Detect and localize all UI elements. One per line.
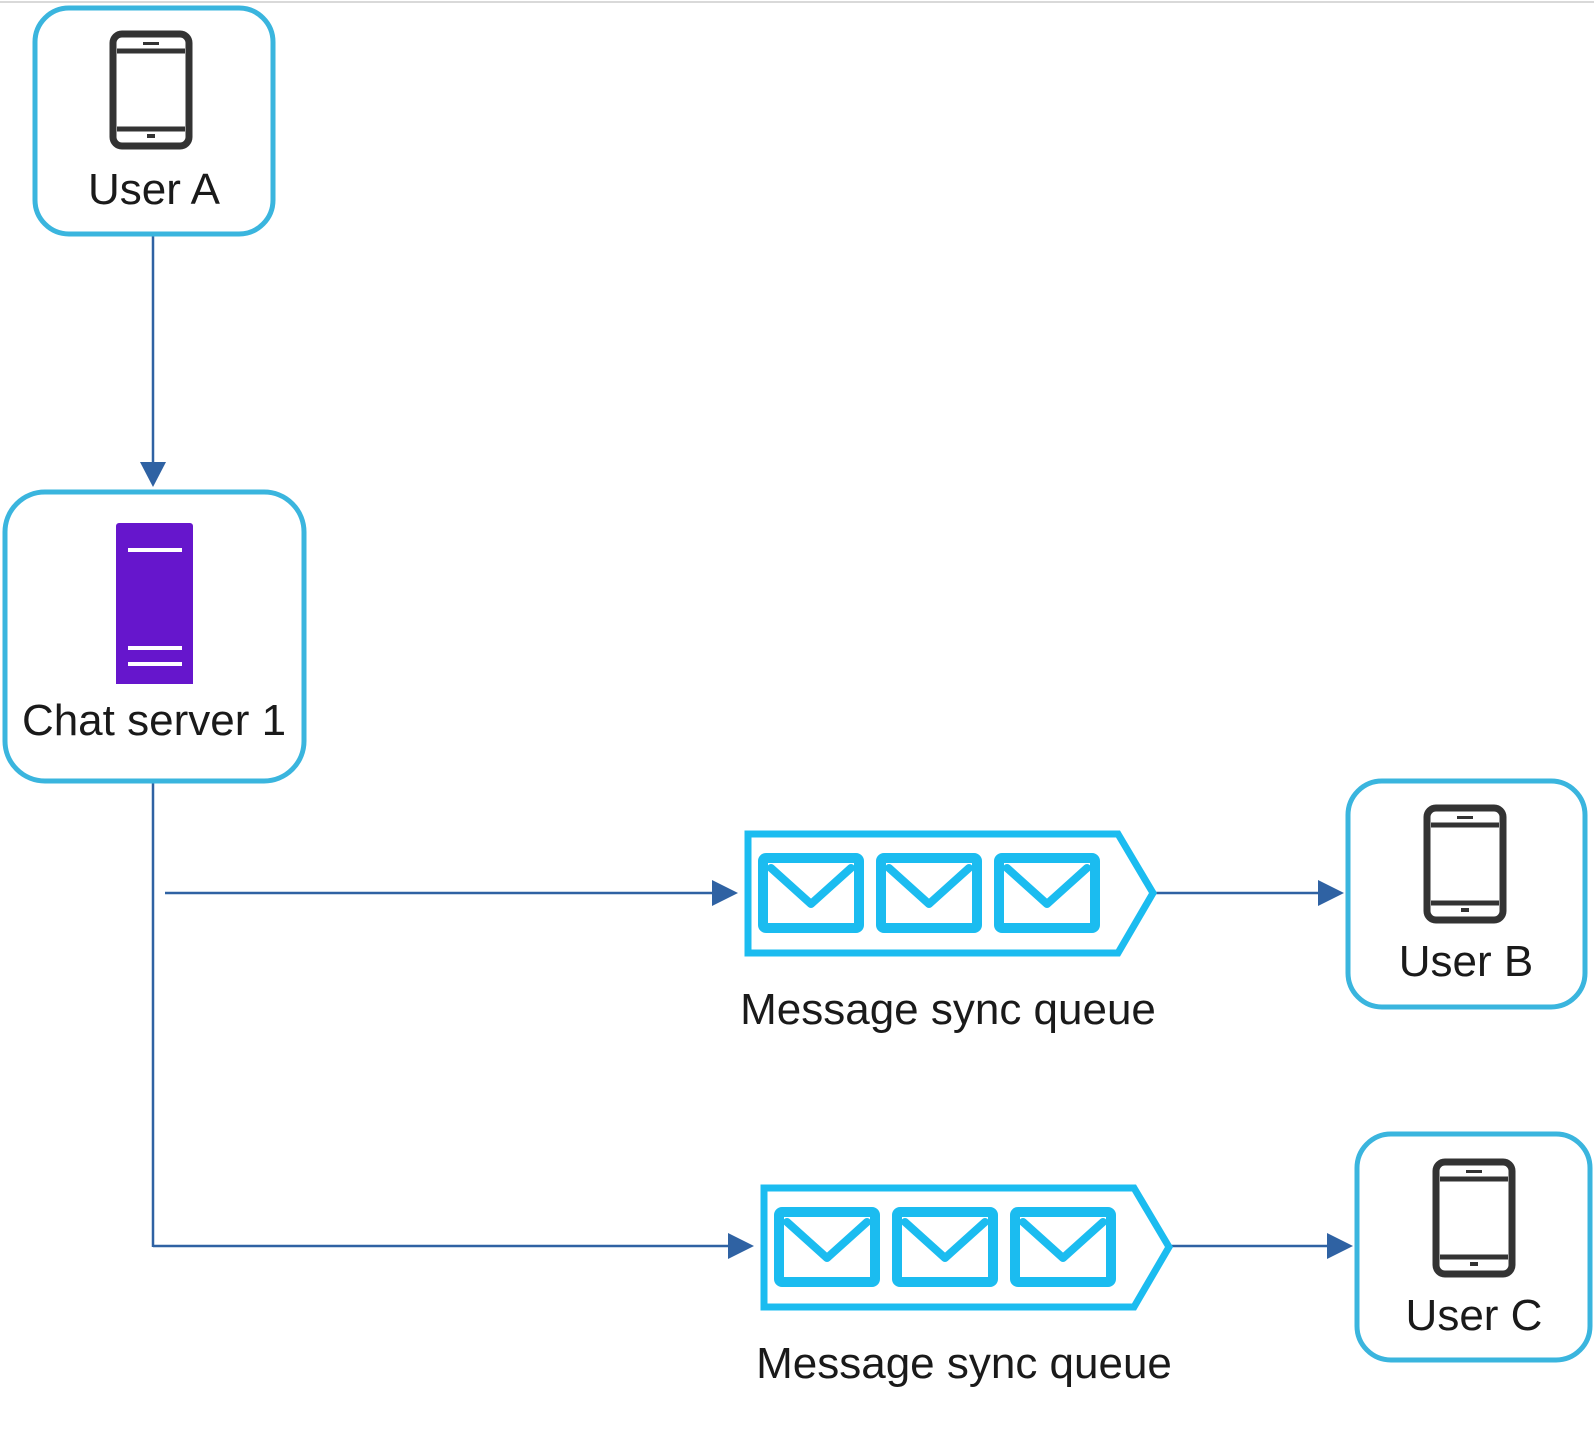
node-user-a[interactable]: User A xyxy=(32,5,276,237)
node-user-b[interactable]: User B xyxy=(1345,778,1588,1010)
mobile-phone-icon xyxy=(1427,808,1503,920)
node-user-c-label: User C xyxy=(1406,1291,1543,1340)
message-sync-queue-2[interactable]: Message sync queue xyxy=(756,1184,1174,1388)
envelope-icon xyxy=(881,858,977,928)
envelope-icon xyxy=(999,858,1095,928)
node-user-a-label: User A xyxy=(88,165,221,214)
server-icon xyxy=(116,523,193,684)
envelope-icon xyxy=(763,858,859,928)
arrowhead-queue-1 xyxy=(712,880,738,906)
queue-2-label: Message sync queue xyxy=(756,1339,1172,1388)
arrowhead-queue-2 xyxy=(728,1233,754,1259)
queue-1-label: Message sync queue xyxy=(740,985,1156,1034)
arrowhead-user-c xyxy=(1327,1233,1353,1259)
node-user-c[interactable]: User C xyxy=(1354,1131,1593,1363)
edges xyxy=(140,234,1353,1259)
envelope-icon xyxy=(779,1212,875,1282)
envelope-icon xyxy=(1015,1212,1111,1282)
envelope-icon xyxy=(897,1212,993,1282)
mobile-phone-icon xyxy=(113,34,189,146)
node-chat-server[interactable]: Chat server 1 xyxy=(2,489,307,784)
arrowhead-user-b xyxy=(1318,880,1344,906)
mobile-phone-icon xyxy=(1436,1162,1512,1274)
node-user-b-label: User B xyxy=(1399,937,1533,986)
message-sync-queue-1[interactable]: Message sync queue xyxy=(740,830,1158,1034)
node-chat-server-label: Chat server 1 xyxy=(22,696,286,745)
arrowhead-chat-server xyxy=(140,462,166,487)
